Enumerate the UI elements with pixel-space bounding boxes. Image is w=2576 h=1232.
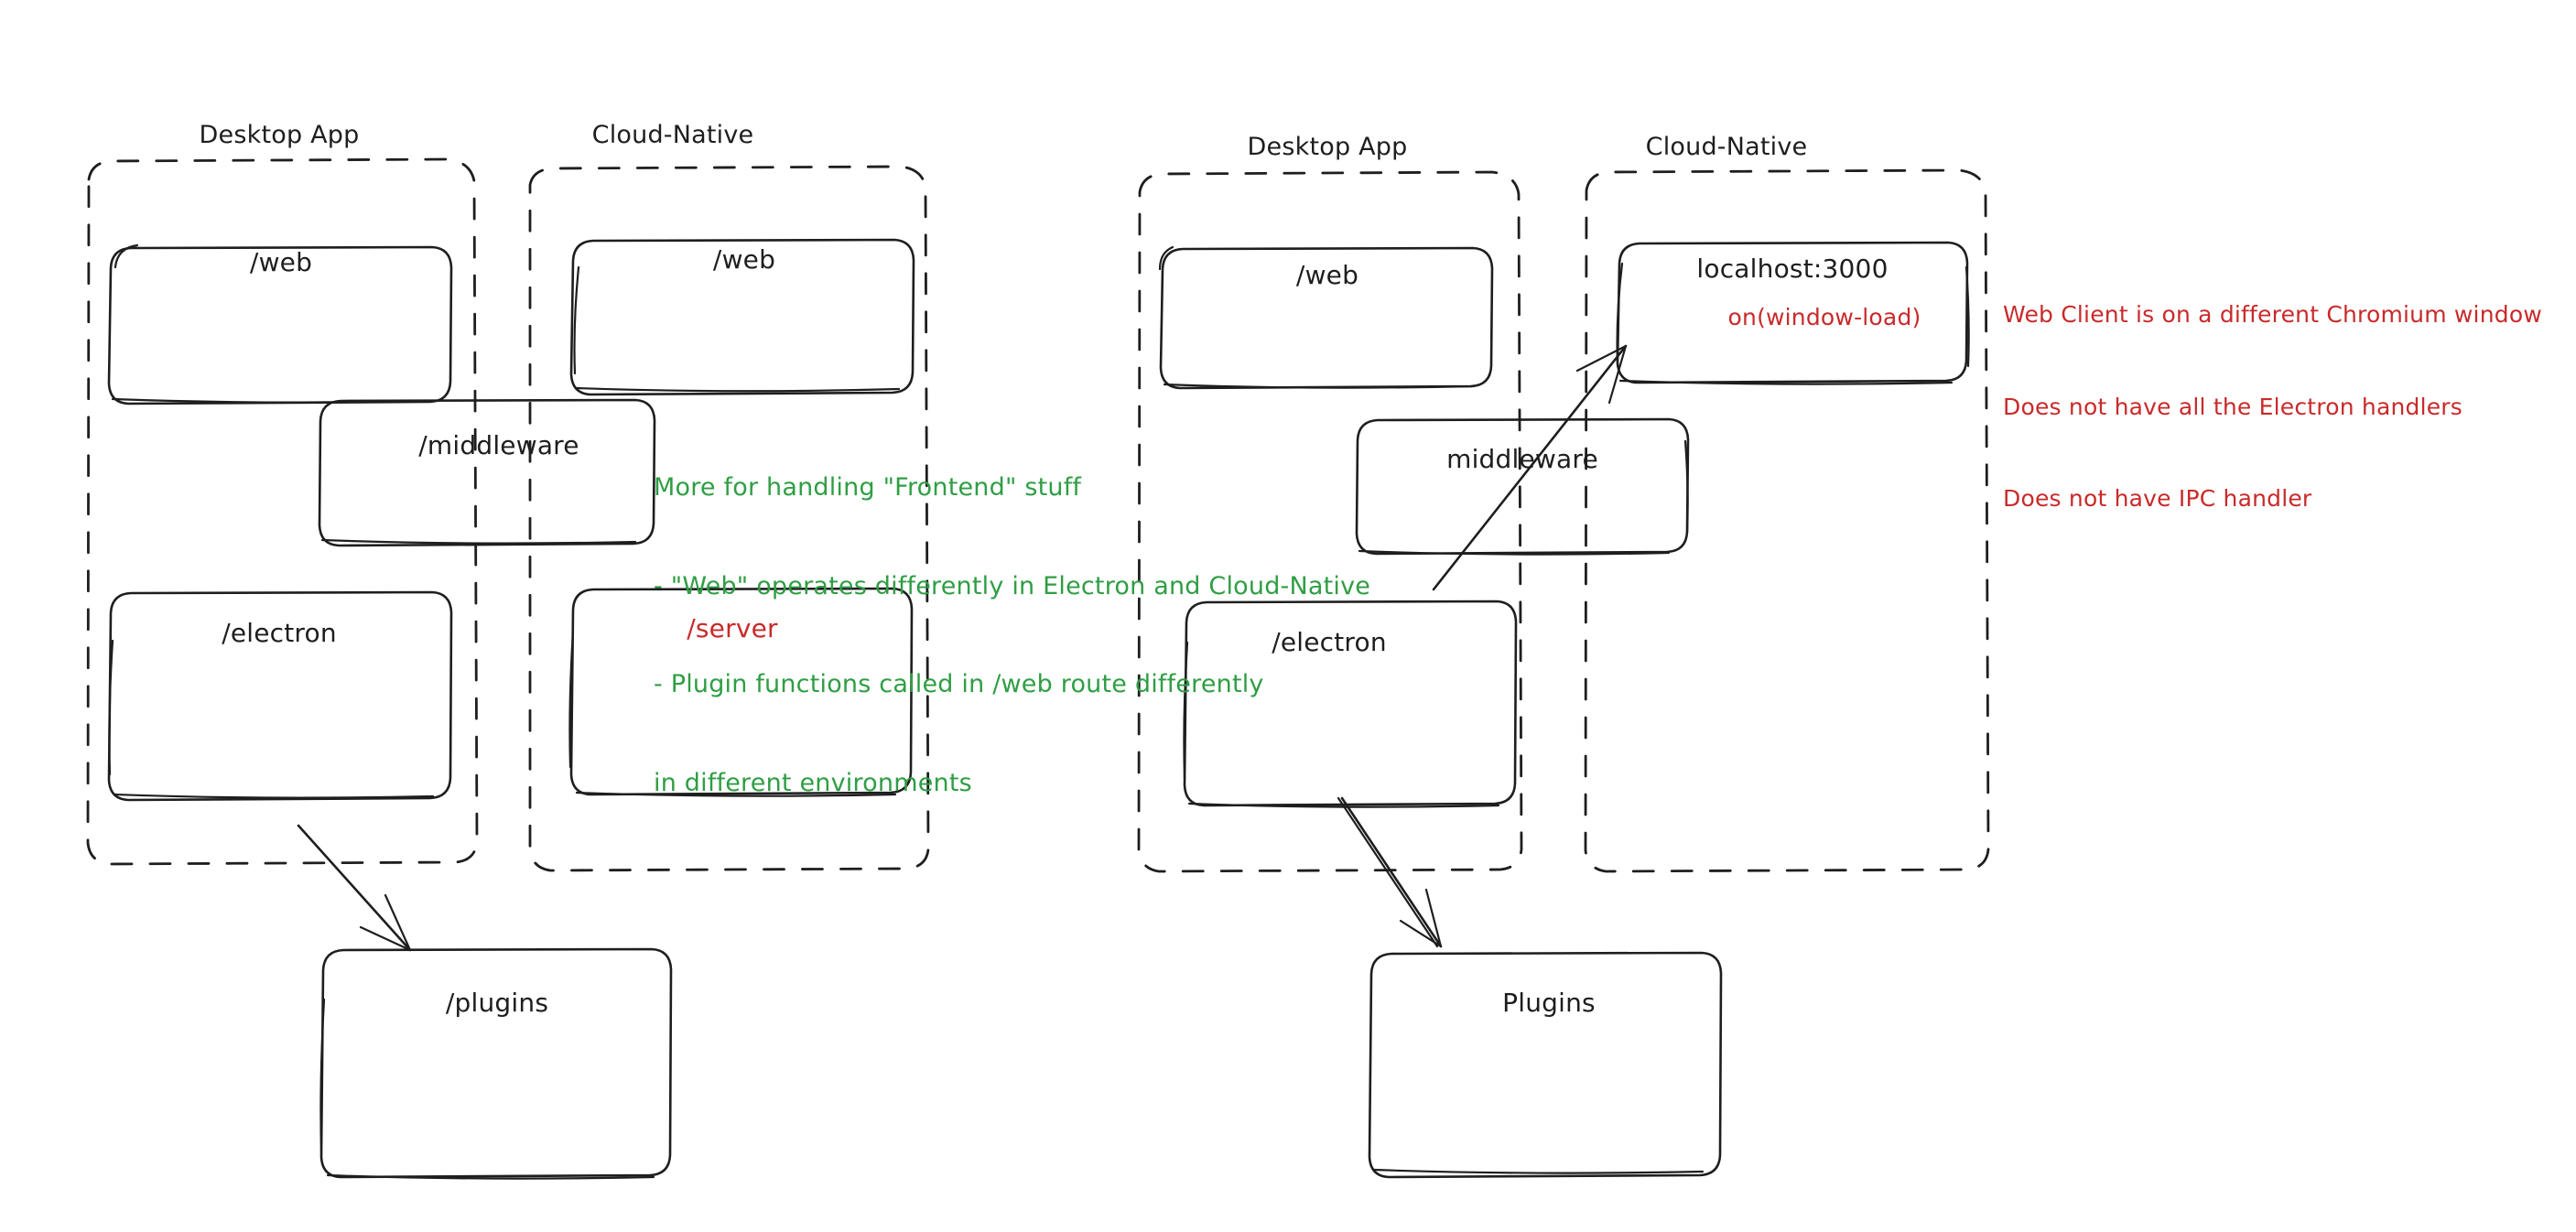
red-note-line-2: Does not have all the Electron handlers	[2003, 393, 2463, 420]
right-localhost-sublabel: on(window-load)	[1727, 304, 1921, 330]
red-note-line-1: Web Client is on a different Chromium wi…	[2003, 301, 2542, 328]
left-server-label: /server	[687, 613, 778, 643]
left-desktop-app-title: Desktop App	[199, 121, 360, 149]
red-note: Web Client is on a different Chromium wi…	[2003, 238, 2542, 576]
red-note-line-3: Does not have IPC handler	[2003, 485, 2312, 512]
left-cloud-native-container	[528, 165, 930, 872]
left-cloud-native-title: Cloud-Native	[591, 121, 754, 149]
right-electron-shape[interactable]	[1183, 600, 1518, 808]
right-cloud-native-title: Cloud-Native	[1645, 133, 1808, 161]
left-middleware-shape[interactable]	[318, 398, 656, 547]
left-electron-shape[interactable]	[107, 590, 453, 802]
right-cloud-native-container	[1584, 168, 1990, 873]
left-plugins-shape[interactable]	[319, 947, 673, 1180]
green-note-line-3: - Plugin functions called in /web route …	[654, 670, 1264, 699]
right-plugins-shape[interactable]	[1368, 951, 1723, 1179]
right-plugins-label: Plugins	[1502, 988, 1596, 1018]
left-desktop-web-label: /web	[249, 247, 313, 277]
right-electron-label: /electron	[1272, 627, 1387, 657]
right-localhost-label: localhost:3000	[1696, 254, 1889, 284]
left-middleware-label: /middleware	[418, 430, 579, 460]
right-desktop-web-shape[interactable]	[1158, 245, 1494, 390]
left-plugins-label: /plugins	[445, 988, 549, 1018]
left-electron-label: /electron	[222, 618, 337, 648]
right-electron-to-localhost-arrow	[1432, 344, 1628, 591]
right-desktop-app-container	[1137, 170, 1523, 873]
right-desktop-app-title: Desktop App	[1247, 133, 1408, 161]
right-middleware-label: middleware	[1446, 444, 1598, 474]
green-note-line-1: More for handling "Frontend" stuff	[654, 472, 1082, 502]
left-cloud-web-shape[interactable]	[569, 238, 915, 396]
left-server-shape[interactable]	[568, 587, 914, 797]
green-note-line-4: in different environments	[654, 768, 972, 797]
left-cloud-web-label: /web	[712, 244, 776, 275]
green-note: More for handling "Frontend" stuff - "We…	[654, 405, 1370, 866]
right-middleware-shape[interactable]	[1355, 417, 1690, 556]
green-note-line-2: - "Web" operates differently in Electron…	[654, 571, 1371, 600]
right-electron-to-plugins-arrow	[1337, 796, 1443, 948]
right-desktop-web-label: /web	[1295, 260, 1359, 290]
left-electron-to-plugins-arrow	[297, 824, 412, 952]
